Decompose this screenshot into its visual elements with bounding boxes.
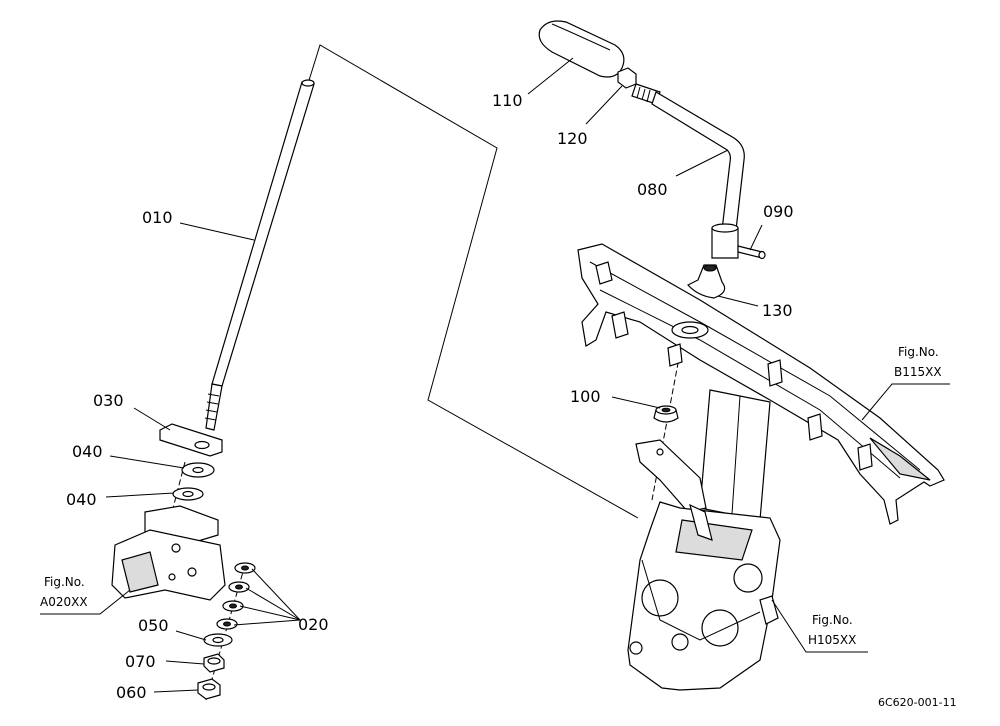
label-030: 030 <box>93 391 124 410</box>
label-090: 090 <box>763 202 794 221</box>
part-labels: 010 020 030 040 040 050 070 060 110 120 … <box>66 91 794 702</box>
frame-a020 <box>111 505 226 601</box>
label-100: 100 <box>570 387 601 406</box>
part-130-boot <box>687 264 726 299</box>
part-030-bracket <box>159 423 223 457</box>
part-120-nut <box>617 67 637 89</box>
label-060: 060 <box>116 683 147 702</box>
figref-h105-code: H105XX <box>808 633 856 647</box>
figref-b115-title: Fig.No. <box>898 345 939 359</box>
part-100-bushing <box>653 405 679 423</box>
label-110: 110 <box>492 91 523 110</box>
part-020-washers <box>216 562 256 630</box>
label-020: 020 <box>298 615 329 634</box>
label-040-lower: 040 <box>66 490 97 509</box>
label-070: 070 <box>125 652 156 671</box>
figref-b115-code: B115XX <box>894 365 942 379</box>
part-050-washer <box>203 633 233 647</box>
frame-h105 <box>627 389 781 691</box>
label-010: 010 <box>142 208 173 227</box>
part-010-rod <box>204 79 315 431</box>
part-110-knob <box>538 20 625 78</box>
part-080-lever <box>631 83 745 259</box>
reference-lines <box>169 44 681 701</box>
figref-a020-title: Fig.No. <box>44 575 85 589</box>
frame-b115 <box>577 243 945 525</box>
figure-references: Fig.No. A020XX Fig.No. B115XX Fig.No. H1… <box>40 345 942 647</box>
part-060-nut <box>197 678 221 700</box>
part-070-nut <box>203 653 225 673</box>
part-040-washers <box>172 462 215 501</box>
figref-a020-code: A020XX <box>40 595 88 609</box>
drawing-code: 6C620-001-11 <box>878 696 957 709</box>
leader-lines <box>40 57 950 693</box>
label-050: 050 <box>138 616 169 635</box>
label-080: 080 <box>637 180 668 199</box>
label-040-upper: 040 <box>72 442 103 461</box>
part-090-pin <box>737 245 766 260</box>
label-130: 130 <box>762 301 793 320</box>
label-120: 120 <box>557 129 588 148</box>
figref-h105-title: Fig.No. <box>812 613 853 627</box>
